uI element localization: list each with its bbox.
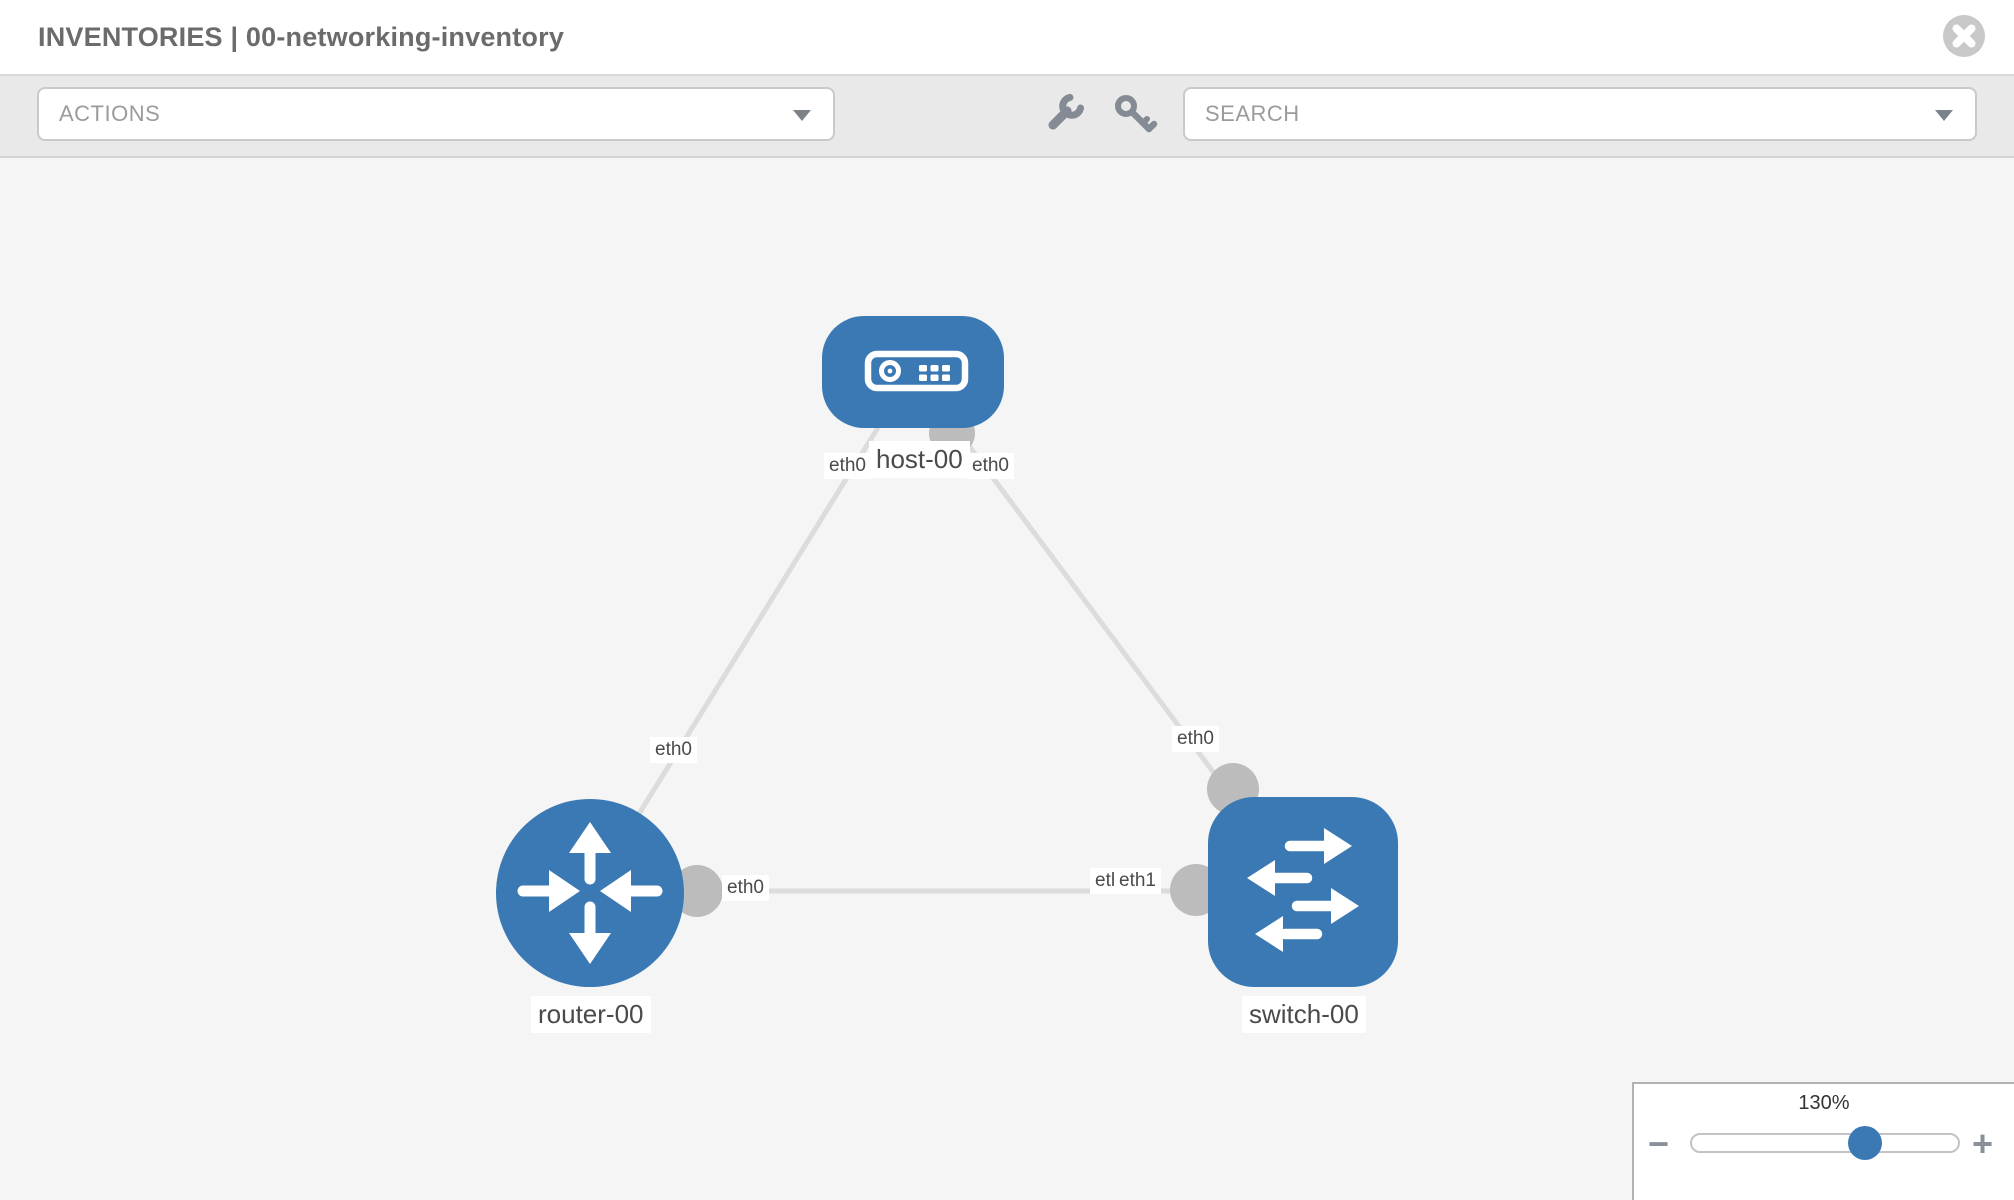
- close-icon: [1943, 15, 1985, 57]
- iface-label: eth0: [967, 453, 1014, 479]
- header: INVENTORIES | 00-networking-inventory: [0, 0, 2014, 76]
- zoom-control-panel: 130% − +: [1632, 1082, 2014, 1200]
- endpoint-router-right: [671, 865, 723, 917]
- zoom-slider[interactable]: [1690, 1126, 1960, 1160]
- actions-dropdown[interactable]: ACTIONS: [37, 87, 835, 141]
- zoom-slider-thumb[interactable]: [1848, 1126, 1882, 1160]
- topology-canvas[interactable]: [0, 158, 2014, 1200]
- zoom-level-value: 130%: [1798, 1092, 1850, 1114]
- toolbar: ACTIONS SEARCH: [0, 76, 2014, 158]
- tools-button[interactable]: [1042, 92, 1088, 138]
- wrench-icon: [1048, 93, 1085, 130]
- iface-label: eth0: [824, 453, 871, 479]
- chevron-down-icon: [1935, 110, 1953, 121]
- iface-label: eth0: [1172, 726, 1219, 752]
- iface-label: eth1: [1114, 868, 1161, 894]
- chevron-down-icon: [793, 110, 811, 121]
- search-dropdown-label: SEARCH: [1205, 101, 1300, 126]
- zoom-out-button[interactable]: −: [1648, 1123, 1670, 1164]
- switch-icon: [1247, 828, 1359, 952]
- iface-label: eth0: [650, 737, 697, 763]
- node-switch-00[interactable]: [1208, 797, 1398, 987]
- node-router-00[interactable]: [496, 799, 684, 987]
- node-host-00[interactable]: [822, 316, 1004, 428]
- node-label-host: host-00: [869, 441, 970, 478]
- actions-dropdown-label: ACTIONS: [59, 101, 161, 126]
- node-label-router: router-00: [531, 996, 651, 1033]
- host-icon: [864, 350, 969, 392]
- node-label-switch: switch-00: [1242, 996, 1366, 1033]
- router-icon: [517, 822, 663, 964]
- key-icon: [1115, 95, 1158, 133]
- close-button[interactable]: [1941, 13, 1987, 59]
- search-dropdown[interactable]: SEARCH: [1183, 87, 1977, 141]
- page-title: INVENTORIES | 00-networking-inventory: [38, 22, 565, 52]
- key-button[interactable]: [1112, 92, 1158, 138]
- iface-label: eth0: [722, 875, 769, 901]
- zoom-in-button[interactable]: +: [1972, 1123, 1994, 1164]
